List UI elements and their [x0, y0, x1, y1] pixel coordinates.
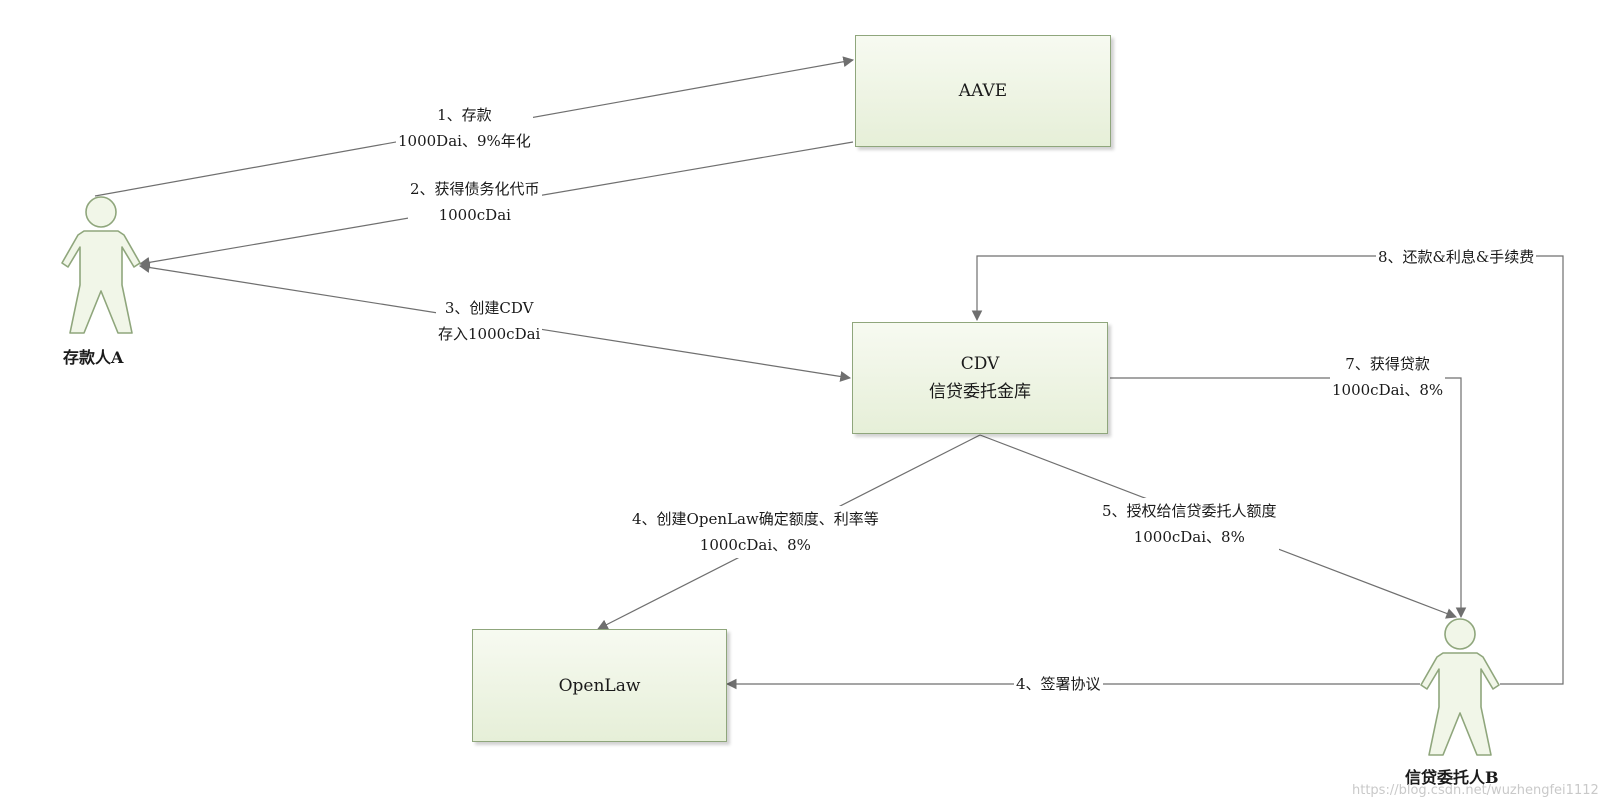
edge-receive-token-label-line1: 2、获得债务化代币 [410, 180, 540, 198]
aave-node-label: AAVE [958, 81, 1008, 101]
edge-authorize-label-line2: 1000cDai、8% [1133, 528, 1245, 546]
edge-deposit-label: 1、存款 1000Dai、9%年化 [396, 102, 533, 154]
edge-repay-label: 8、还款&利息&手续费 [1376, 244, 1537, 270]
edge-receive-token-label: 2、获得债务化代币 1000cDai [408, 176, 542, 228]
edge-receive-token-label-line2: 1000cDai [438, 206, 511, 224]
edge-get-loan-label: 7、获得贷款 1000cDai、8% [1330, 351, 1446, 403]
edge-create-cdv-label-line1: 3、创建CDV [444, 299, 534, 317]
edge-repay [971, 255, 1564, 685]
delegate-actor-icon[interactable] [1419, 617, 1501, 759]
cdv-node-subtitle: 信贷委托金库 [929, 382, 1031, 402]
watermark: https://blog.csdn.net/wuzhengfei1112 [1352, 783, 1599, 798]
edge-create-openlaw-label-line2: 1000cDai、8% [699, 536, 811, 554]
edge-create-openlaw-label-line1: 4、创建OpenLaw确定额度、利率等 [632, 510, 879, 528]
openlaw-node-label: OpenLaw [558, 675, 641, 696]
depositor-actor-icon[interactable] [60, 195, 142, 337]
edge-deposit-label-line1: 1、存款 [437, 106, 492, 124]
edge-get-loan-label-line2: 1000cDai、8% [1332, 381, 1444, 399]
edge-get-loan-label-line1: 7、获得贷款 [1345, 355, 1430, 373]
edge-authorize-label: 5、授权给信贷委托人额度 1000cDai、8% [1100, 498, 1279, 550]
edge-authorize-label-line1: 5、授权给信贷委托人额度 [1102, 502, 1277, 520]
edge-get-loan [1110, 377, 1467, 619]
edge-deposit-label-line2: 1000Dai、9%年化 [398, 132, 531, 150]
cdv-node-title: CDV [960, 354, 1000, 374]
edge-create-cdv-label-line2: 存入1000cDai [438, 325, 541, 343]
openlaw-node[interactable]: OpenLaw [472, 629, 727, 742]
aave-node[interactable]: AAVE [855, 35, 1111, 147]
edge-repay-label-line1: 8、还款&利息&手续费 [1378, 248, 1535, 266]
edge-create-openlaw-label: 4、创建OpenLaw确定额度、利率等 1000cDai、8% [630, 506, 881, 558]
edge-sign-agreement-label-line1: 4、签署协议 [1016, 675, 1101, 693]
depositor-name: 存款人A [63, 348, 124, 367]
delegate-name: 信贷委托人B [1405, 768, 1499, 787]
edge-create-cdv-label: 3、创建CDV 存入1000cDai [436, 295, 543, 347]
cdv-node[interactable]: CDV 信贷委托金库 [852, 322, 1108, 434]
edge-sign-agreement-label: 4、签署协议 [1014, 671, 1103, 697]
